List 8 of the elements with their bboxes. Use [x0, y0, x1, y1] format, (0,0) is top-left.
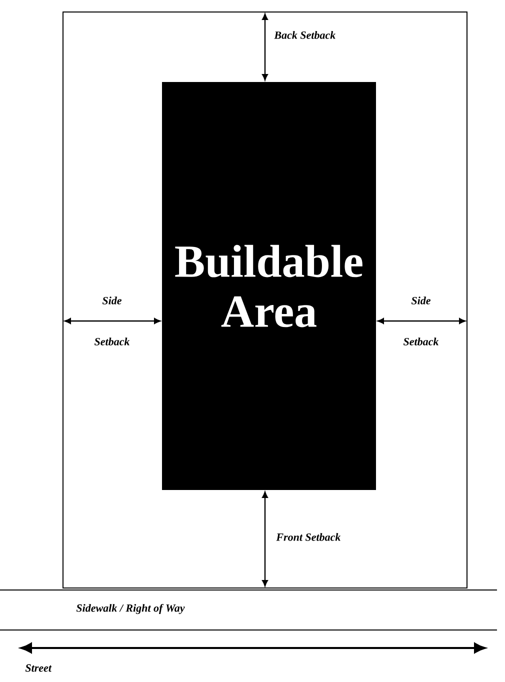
- dimension-label: Sidewalk / Right of Way: [76, 604, 185, 614]
- dimension-label: Street: [25, 664, 52, 672]
- dimension-label: Side Setback: [403, 296, 439, 346]
- dimension-label: Front Setback: [276, 533, 341, 541]
- dimension-label: Side Setback: [94, 296, 130, 346]
- buildable-area-block: Buildable Area: [162, 82, 376, 490]
- dimension-label: Back Setback: [274, 31, 336, 39]
- lot-boundary: [62, 12, 468, 588]
